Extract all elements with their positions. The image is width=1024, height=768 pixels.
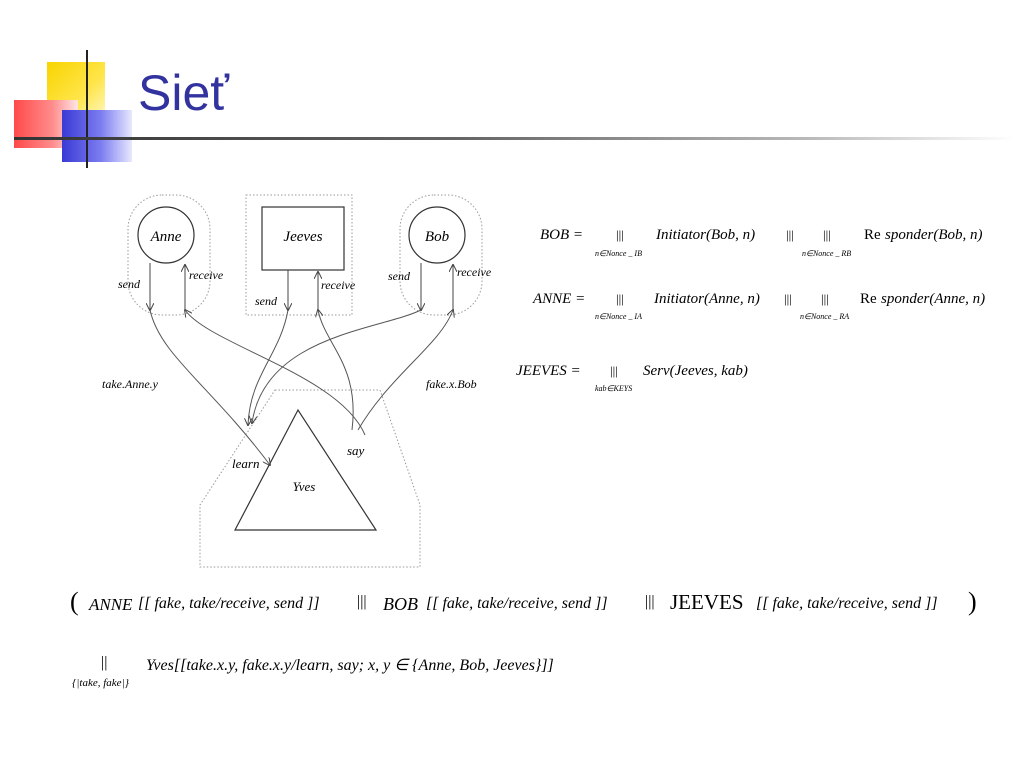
anne-eq-op2: ||| [821,291,829,306]
jeeves-to-yves-curve [248,309,289,425]
yves-enclosure [199,389,421,568]
anne-receive-label: receive [189,268,224,282]
network-bob-renaming: [[ fake, take/receive, send ]] [426,595,608,612]
blue-square-decoration [62,110,132,162]
anne-to-yves-curve [149,309,270,465]
yves-node [234,408,378,531]
vertical-rule [86,50,88,168]
bob-eq-lhs: BOB = [540,227,584,243]
yves-to-anne-curve [185,310,366,436]
sync-op: || [101,654,108,671]
jeeves-eq-sub: kab∈KEYS [595,384,633,393]
bob-eq-term1: Initiator(Bob, n) [656,227,756,243]
bob-eq-sub2: n∈Nonce _ RB [802,249,852,258]
yves-label: Yves [293,479,316,494]
sync-term: Yves[[take.x.y, fake.x.y/learn, say; x, … [146,657,554,674]
bob-eq-op2: ||| [823,227,831,242]
anne-eq-lhs: ANNE = [533,291,586,307]
network-jeeves: JEEVES [670,590,744,614]
bob-node [408,206,466,264]
jeeves-receive-label: receive [321,278,356,292]
anne-label: Anne [150,229,182,245]
yves-to-bob-curve [357,310,453,431]
network-anne-renaming: [[ fake, take/receive, send ]] [138,595,320,612]
anne-node [137,206,195,264]
jeeves-label: Jeeves [283,229,322,245]
bob-send-label: send [388,269,411,283]
bob-to-yves-curve [252,309,422,423]
jeeves-send-label: send [255,294,278,308]
network-bob: BOB [383,594,418,614]
bob-enclosure [399,194,483,316]
network-close-paren: ) [968,587,977,616]
anne-eq-sub1: n∈Nonce _ IA [595,312,642,321]
network-open-paren: ( [70,587,79,616]
network-diagram: Anne Jeeves Bob Yves send receive send r… [102,194,492,568]
bob-eq-term2-re: Re [864,227,881,243]
anne-eq-sub2: n∈Nonce _ RA [800,312,850,321]
sync-sub: {|take, fake|} [72,677,129,689]
bob-eq-sub1: n∈Nonce _ IB [595,249,642,258]
bob-eq-term2: sponder(Bob, n) [885,227,983,243]
bob-label: Bob [425,229,450,245]
network-op2: ||| [645,593,655,610]
anne-eq-op-mid: ||| [784,291,792,306]
slide-title: Sieť [138,65,230,121]
anne-eq-op1: ||| [616,291,624,306]
anne-eq-term1: Initiator(Anne, n) [654,291,760,307]
anne-eq-term2-re: Re [860,291,877,307]
bob-receive-label: receive [457,265,492,279]
jeeves-node [261,206,345,271]
jeeves-eq-op: ||| [610,363,618,378]
learn-label: learn [232,456,259,471]
jeeves-enclosure [245,194,353,316]
network-jeeves-renaming: [[ fake, take/receive, send ]] [756,595,938,612]
network-op1: ||| [357,593,367,610]
bob-equation: BOB = [540,228,583,243]
yves-to-jeeves-curve [318,310,354,431]
anne-send-label: send [118,277,141,291]
bob-eq-op-mid: ||| [786,227,794,242]
say-label: say [347,443,365,458]
jeeves-eq-term: Serv(Jeeves, kab) [643,363,748,379]
anne-eq-term2: sponder(Anne, n) [881,291,986,307]
take-anne-y-label: take.Anne.y [102,377,159,391]
bob-eq-op1: ||| [616,227,624,242]
network-anne: ANNE [89,595,133,614]
jeeves-eq-lhs: JEEVES = [516,363,581,379]
fake-x-bob-label: fake.x.Bob [426,377,477,391]
anne-enclosure [127,194,211,316]
title-underline [14,137,1014,140]
